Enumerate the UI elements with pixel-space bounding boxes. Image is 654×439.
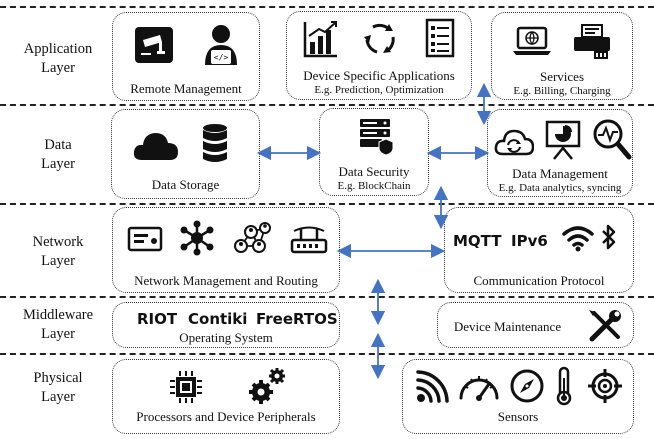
os-freertos-label: FreeRTOS <box>256 310 338 328</box>
people-network-icon <box>233 220 273 256</box>
magnifier-analytics-icon <box>592 118 632 160</box>
cloud-sync-icon <box>494 126 534 156</box>
hub-network-icon <box>179 220 215 256</box>
communication-protocol-box: MQTT IPv6 Communication Protocol <box>444 207 634 293</box>
device-specific-applications-box: Device Specific Applications E.g. Predic… <box>286 11 472 100</box>
layer-separator-1 <box>0 104 654 106</box>
svg-text:</>: </> <box>214 53 229 62</box>
network-card-icon <box>127 226 163 252</box>
wifi-icon <box>561 224 595 252</box>
operating-system-label: Operating System <box>179 330 273 345</box>
cpu-chip-icon <box>169 370 203 404</box>
receipt-printer-icon <box>572 23 612 61</box>
cctv-camera-icon <box>133 25 175 65</box>
device-apps-subtitle: E.g. Prediction, Optimization <box>314 84 444 96</box>
layer-label-physical: Physical Layer <box>33 370 83 405</box>
remote-management-box: </> Remote Management <box>112 12 260 101</box>
data-storage-box: Data Storage <box>111 109 260 199</box>
communication-protocol-label: Communication Protocol <box>473 273 605 288</box>
layer-label-network: Network Layer <box>32 234 84 269</box>
layer-label-application: Application Layer <box>23 41 93 76</box>
protocol-ipv6-label: IPv6 <box>511 232 548 250</box>
secure-server-icon <box>358 117 394 155</box>
sensors-box: Sensors <box>402 359 634 434</box>
protocol-mqtt-label: MQTT <box>453 232 502 250</box>
network-management-box: Network Management and Routing <box>112 207 340 293</box>
device-apps-title: Device Specific Applications <box>303 68 455 83</box>
sensors-label: Sensors <box>497 409 539 424</box>
checklist-icon <box>425 18 455 58</box>
processors-label: Processors and Device Peripherals <box>136 409 316 424</box>
device-maintenance-box: Device Maintenance <box>437 302 634 348</box>
os-contiki-label: Contiki <box>188 310 248 328</box>
database-icon <box>202 123 228 165</box>
data-management-box: Data Management E.g. Data analytics, syn… <box>487 109 633 197</box>
layer-label-middleware: Middleware Layer <box>22 307 94 342</box>
layer-separator-3 <box>0 296 654 298</box>
remote-management-label: Remote Management <box>130 81 242 96</box>
processors-box: Processors and Device Peripherals <box>112 359 340 434</box>
operating-system-box: RIOT Contiki FreeRTOS Operating System <box>112 302 340 348</box>
speedometer-icon <box>457 370 501 402</box>
data-management-title: Data Management <box>512 166 608 181</box>
os-riot-label: RIOT <box>137 310 178 328</box>
services-box: Services E.g. Billing, Charging <box>491 12 633 100</box>
data-management-subtitle: E.g. Data analytics, syncing <box>498 182 622 194</box>
services-subtitle: E.g. Billing, Charging <box>513 85 611 97</box>
layer-separator-top <box>0 6 654 8</box>
presentation-chart-icon <box>544 120 582 160</box>
cloud-icon <box>132 128 180 162</box>
thermometer-icon <box>555 366 573 406</box>
data-storage-label: Data Storage <box>151 177 220 192</box>
bluetooth-icon <box>601 222 617 252</box>
laptop-globe-icon <box>512 26 552 56</box>
programmer-icon: </> <box>201 23 241 67</box>
data-security-title: Data Security <box>338 164 410 179</box>
compass-icon <box>509 368 545 404</box>
network-management-label: Network Management and Routing <box>134 273 318 288</box>
layer-label-data: Data Layer <box>41 137 75 172</box>
gears-icon <box>247 366 287 406</box>
services-title: Services <box>539 69 585 84</box>
data-security-subtitle: E.g. BlockChain <box>337 180 411 192</box>
layer-separator-2 <box>0 203 654 205</box>
bar-chart-icon <box>303 20 339 58</box>
data-security-box: Data Security E.g. BlockChain <box>319 108 429 196</box>
crosshair-target-icon <box>587 368 623 404</box>
signal-strength-icon <box>415 368 451 404</box>
device-maintenance-label: Device Maintenance <box>453 319 562 334</box>
layer-separator-4 <box>0 353 654 355</box>
wrench-screwdriver-icon <box>586 307 624 345</box>
cycle-arrows-icon <box>363 22 397 56</box>
router-icon <box>289 224 329 256</box>
